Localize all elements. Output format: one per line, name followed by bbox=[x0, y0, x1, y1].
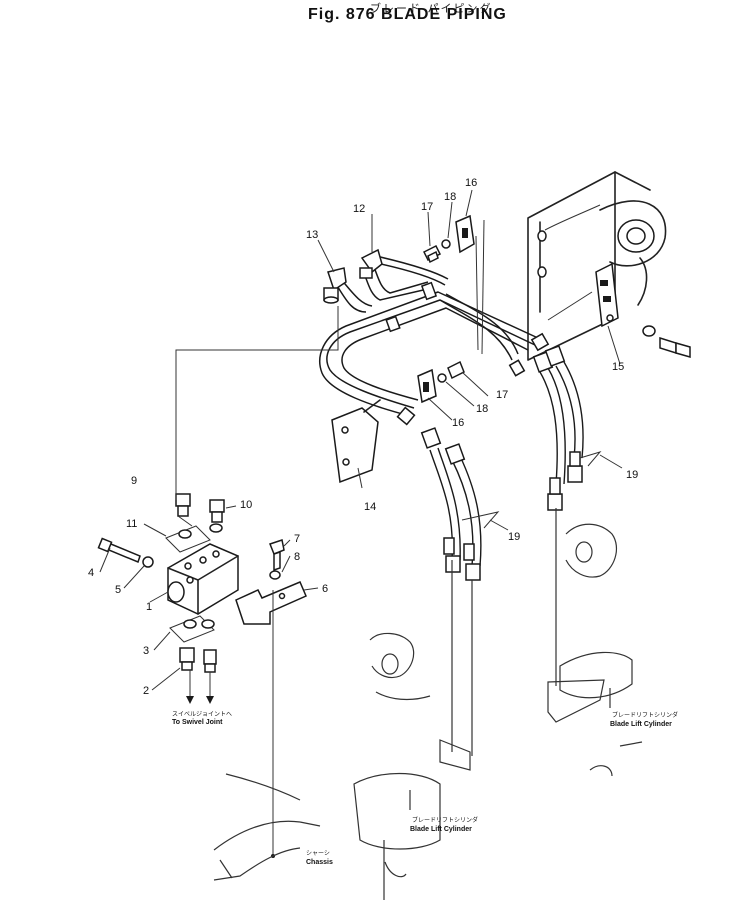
callout-12: 12 bbox=[353, 203, 365, 215]
swivel-joint-label: To Swivel Joint bbox=[172, 719, 223, 726]
callout-16-upper: 16 bbox=[465, 177, 477, 189]
part-13-elbow bbox=[323, 267, 347, 304]
part-8-washer bbox=[269, 570, 281, 580]
chassis-label: Chassis bbox=[306, 859, 333, 866]
callout-1: 1 bbox=[146, 601, 152, 613]
callout-10: 10 bbox=[240, 499, 252, 511]
callout-7: 7 bbox=[294, 533, 300, 545]
callout-5: 5 bbox=[115, 584, 121, 596]
upper-clamp-bolt-set bbox=[422, 214, 475, 264]
hose-19-right-b bbox=[544, 345, 584, 483]
part-14-bracket bbox=[331, 399, 381, 484]
callout-9: 9 bbox=[131, 475, 137, 487]
part-9-adapter bbox=[175, 493, 191, 517]
callout-13: 13 bbox=[306, 229, 318, 241]
figure-title: Fig. 876 BLADE PIPING bbox=[308, 6, 507, 23]
part-11-oring-pair bbox=[165, 523, 223, 553]
chassis-outline bbox=[213, 773, 321, 881]
part-2-adapters bbox=[179, 647, 217, 704]
lift-cylinder-left-label-jp: ブレードリフトシリンダ bbox=[412, 816, 478, 824]
callout-17-upper: 17 bbox=[421, 201, 433, 213]
callout-17-lower: 17 bbox=[496, 389, 508, 401]
part-5-washer bbox=[142, 556, 154, 568]
callout-19-left: 19 bbox=[508, 531, 520, 543]
callout-2: 2 bbox=[143, 685, 149, 697]
part-3-oring-pair bbox=[169, 615, 215, 643]
callout-11: 11 bbox=[126, 518, 137, 530]
callout-18-lower: 18 bbox=[476, 403, 488, 415]
swivel-joint-label-jp: スイベルジョイントへ bbox=[172, 711, 232, 718]
lower-clamp-bolt-set bbox=[417, 360, 465, 404]
lift-cylinder-left-label: Blade Lift Cylinder bbox=[410, 826, 472, 833]
callout-18-upper: 18 bbox=[444, 191, 456, 203]
callout-8: 8 bbox=[294, 551, 300, 563]
callout-15: 15 bbox=[612, 361, 624, 373]
part-4-bolt bbox=[97, 537, 141, 563]
callout-14: 14 bbox=[364, 501, 376, 513]
part-10-adapter bbox=[209, 499, 225, 523]
part-12-elbow bbox=[359, 248, 383, 279]
callout-6: 6 bbox=[322, 583, 328, 595]
callout-4: 4 bbox=[88, 567, 94, 579]
hose-19-left-a bbox=[420, 427, 461, 573]
figure-title-japanese: ブレード パイピング bbox=[370, 2, 493, 15]
chassis-label-jp: シャーシ bbox=[306, 850, 330, 857]
callout-16-lower: 16 bbox=[452, 417, 464, 429]
lift-cylinder-right-label-jp: ブレードリフトシリンダ bbox=[612, 711, 678, 719]
hose-19-left-b bbox=[444, 443, 482, 581]
frame-bracket bbox=[527, 171, 667, 361]
blade-lift-cylinder-right bbox=[547, 508, 643, 777]
blade-lift-cylinder-left bbox=[353, 560, 473, 900]
steel-pipe-assembly bbox=[319, 255, 550, 426]
callout-3: 3 bbox=[143, 645, 149, 657]
part-7-bolt bbox=[269, 539, 285, 572]
callout-19-right: 19 bbox=[626, 469, 638, 481]
lift-cylinder-right-label: Blade Lift Cylinder bbox=[610, 721, 672, 728]
part-6-bracket bbox=[235, 581, 307, 625]
part-15-clamp bbox=[595, 262, 691, 358]
part-1-valve-block bbox=[167, 543, 239, 615]
